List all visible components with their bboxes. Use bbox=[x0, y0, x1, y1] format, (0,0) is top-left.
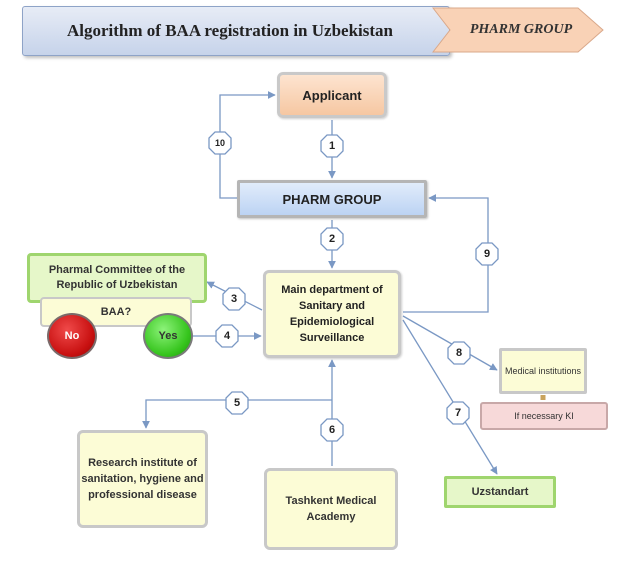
research-institute-node: Research institute of sanitation, hygien… bbox=[77, 430, 208, 528]
applicant-node: Applicant bbox=[277, 72, 387, 118]
pharm-group-node: PHARM GROUP bbox=[237, 180, 427, 218]
step-label-2: 2 bbox=[328, 233, 336, 245]
yes-decision: Yes bbox=[143, 313, 193, 359]
step-badge-5: 5 bbox=[225, 391, 249, 415]
medical-institutions-node: Medical institutions bbox=[499, 348, 587, 394]
step-label-6: 6 bbox=[328, 424, 336, 436]
step-label-7: 7 bbox=[454, 407, 462, 419]
no-decision: No bbox=[47, 313, 97, 359]
step-label-9: 9 bbox=[483, 248, 491, 260]
pharmal-committee-node: Pharmal Committee of the Republic of Uzb… bbox=[27, 253, 207, 303]
main-department-node: Main department of Sanitary and Epidemio… bbox=[263, 270, 401, 358]
step-label-1: 1 bbox=[328, 140, 336, 152]
uzstandart-node: Uzstandart bbox=[444, 476, 556, 508]
step-badge-7: 7 bbox=[446, 401, 470, 425]
step-label-5: 5 bbox=[233, 397, 241, 409]
edge-main-research bbox=[142, 399, 332, 429]
edge-main-medical bbox=[402, 315, 498, 371]
step-badge-2: 2 bbox=[320, 227, 344, 251]
step-badge-10: 10 bbox=[208, 131, 232, 155]
step-badge-4: 4 bbox=[215, 324, 239, 348]
tashkent-academy-node: Tashkent Medical Academy bbox=[264, 468, 398, 550]
step-label-3: 3 bbox=[230, 293, 238, 305]
step-badge-1: 1 bbox=[320, 134, 344, 158]
step-badge-9: 9 bbox=[475, 242, 499, 266]
step-label-8: 8 bbox=[455, 347, 463, 359]
step-badge-3: 3 bbox=[222, 287, 246, 311]
step-label-4: 4 bbox=[223, 330, 231, 342]
brand-tag: PHARM GROUP bbox=[469, 22, 573, 37]
edge-main-uzstandart bbox=[402, 319, 498, 475]
page-title: Algorithm of BAA registration in Uzbekis… bbox=[22, 6, 450, 56]
step-badge-6: 6 bbox=[320, 418, 344, 442]
step-badge-8: 8 bbox=[447, 341, 471, 365]
if-necessary-node: If necessary KI bbox=[480, 402, 608, 430]
step-label-10: 10 bbox=[214, 138, 225, 148]
brand-tag-shape bbox=[432, 7, 604, 53]
